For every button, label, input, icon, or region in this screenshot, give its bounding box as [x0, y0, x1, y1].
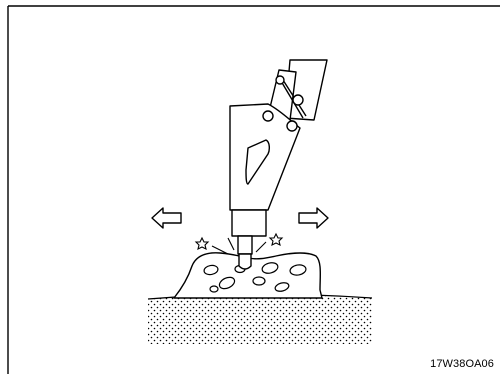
rock — [173, 252, 323, 299]
impact-sparks — [194, 232, 284, 255]
page-border — [7, 5, 500, 374]
ground — [147, 293, 373, 344]
figure-code: 17W38OA06 — [430, 358, 494, 370]
breaker-chisel — [231, 209, 267, 270]
breaker-body — [229, 103, 301, 211]
right-arrow-icon — [298, 207, 329, 229]
left-arrow-icon — [151, 207, 182, 229]
